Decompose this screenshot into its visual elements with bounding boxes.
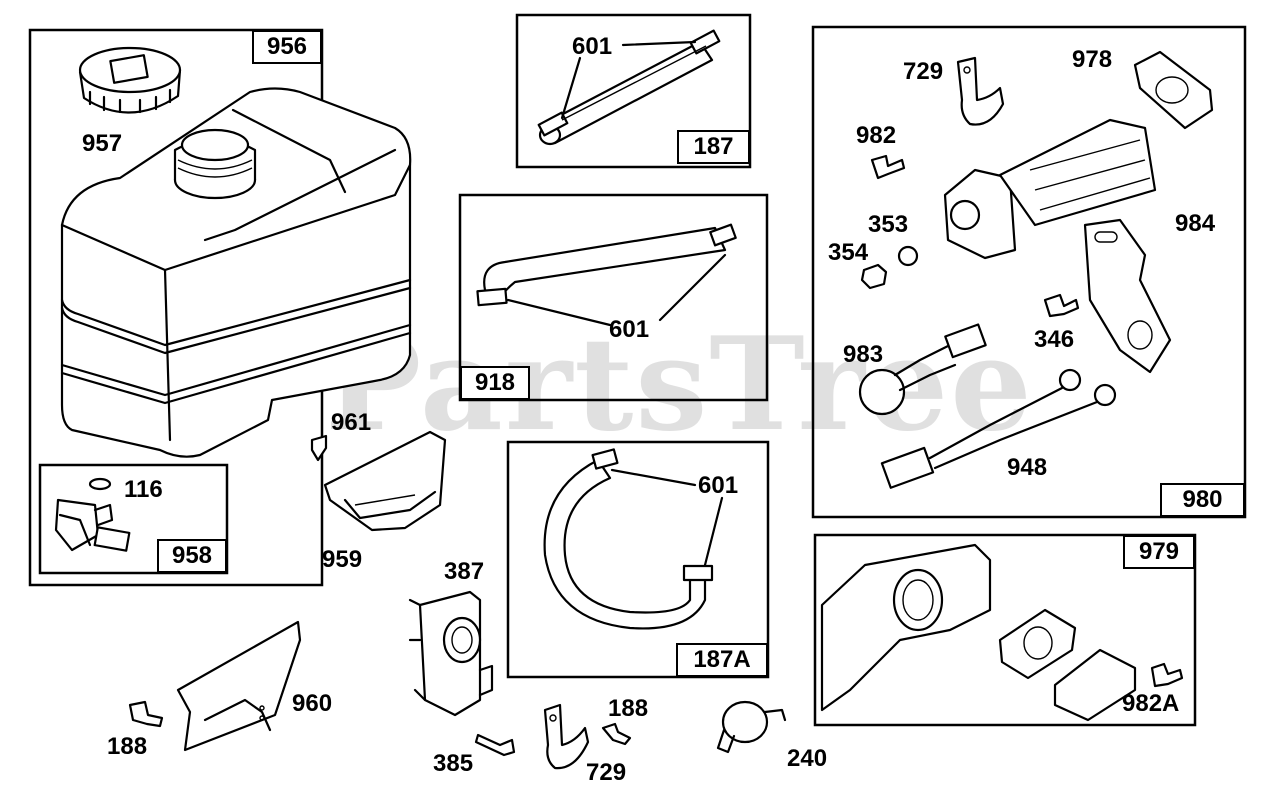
fuel-line-187-drawing (537, 29, 721, 146)
part-label-601-middle[interactable]: 601 (609, 316, 650, 343)
part-label-959[interactable]: 959 (322, 546, 363, 573)
part-label-116[interactable]: 116 (124, 476, 163, 503)
part-label-387[interactable]: 387 (444, 558, 485, 585)
part-label-984[interactable]: 984 (1175, 210, 1216, 237)
screw-188-left-drawing (128, 700, 164, 728)
group-label-187a[interactable]: 187A (676, 643, 768, 677)
carb-part-387-drawing (408, 590, 494, 717)
screw-982-drawing (870, 154, 906, 180)
part-label-729-bottom[interactable]: 729 (586, 759, 627, 786)
clip-729-top-drawing (956, 56, 1005, 126)
group-label-918[interactable]: 918 (460, 366, 530, 400)
group-980-frame (811, 25, 1247, 519)
part-label-982[interactable]: 982 (856, 122, 897, 149)
part-label-188-right[interactable]: 188 (608, 695, 649, 722)
bracket-959-drawing (310, 430, 447, 532)
guard-960-drawing (176, 620, 302, 752)
part-label-601-top[interactable]: 601 (572, 33, 613, 60)
clip-729-bottom-drawing (543, 703, 590, 770)
part-label-982a[interactable]: 982A (1122, 690, 1180, 717)
part-label-983[interactable]: 983 (843, 341, 884, 368)
part-label-354[interactable]: 354 (828, 239, 869, 266)
part-label-601-lower[interactable]: 601 (698, 472, 739, 499)
nuts-353-354-drawing (860, 245, 919, 290)
group-187a-frame (506, 440, 770, 679)
group-label-980[interactable]: 980 (1160, 483, 1245, 517)
group-label-979[interactable]: 979 (1123, 535, 1195, 569)
fuel-line-187a-drawing (543, 448, 724, 630)
part-label-948[interactable]: 948 (1007, 454, 1048, 481)
group-918-frame (458, 193, 769, 402)
harness-948-drawing (880, 368, 1117, 489)
part-label-346[interactable]: 346 (1034, 326, 1075, 353)
part-label-729-top[interactable]: 729 (903, 58, 944, 85)
fuel-line-918-drawing (476, 223, 737, 327)
screw-188-right-drawing (601, 722, 632, 746)
part-label-385[interactable]: 385 (433, 750, 474, 777)
part-label-353[interactable]: 353 (868, 211, 909, 238)
part-label-188-left[interactable]: 188 (107, 733, 148, 760)
part-label-961[interactable]: 961 (331, 409, 372, 436)
group-label-958[interactable]: 958 (157, 539, 227, 573)
screw-385-drawing (474, 733, 516, 757)
group-979-frame (813, 533, 1197, 727)
screw-346-drawing (1043, 293, 1080, 318)
fuel-tank-drawing (60, 87, 412, 458)
group-187-frame (515, 13, 752, 169)
group-label-956[interactable]: 956 (252, 30, 322, 64)
switch-983-drawing (858, 323, 987, 416)
group-958-frame (38, 463, 229, 575)
fuel-cap-957-drawing (78, 46, 182, 114)
part-label-240[interactable]: 240 (787, 745, 828, 772)
part-label-957[interactable]: 957 (82, 130, 123, 157)
group-956-frame (28, 28, 324, 587)
bracket-984-drawing (1083, 218, 1172, 374)
part-label-960[interactable]: 960 (292, 690, 333, 717)
fuel-fitting-958-drawing (54, 477, 131, 552)
group-label-187[interactable]: 187 (677, 130, 750, 164)
filter-240-drawing (716, 700, 787, 754)
part-label-978[interactable]: 978 (1072, 46, 1113, 73)
intake-979-drawing (820, 543, 1184, 722)
gasket-978-drawing (1133, 50, 1214, 130)
starter-solenoid-drawing (943, 118, 1157, 260)
